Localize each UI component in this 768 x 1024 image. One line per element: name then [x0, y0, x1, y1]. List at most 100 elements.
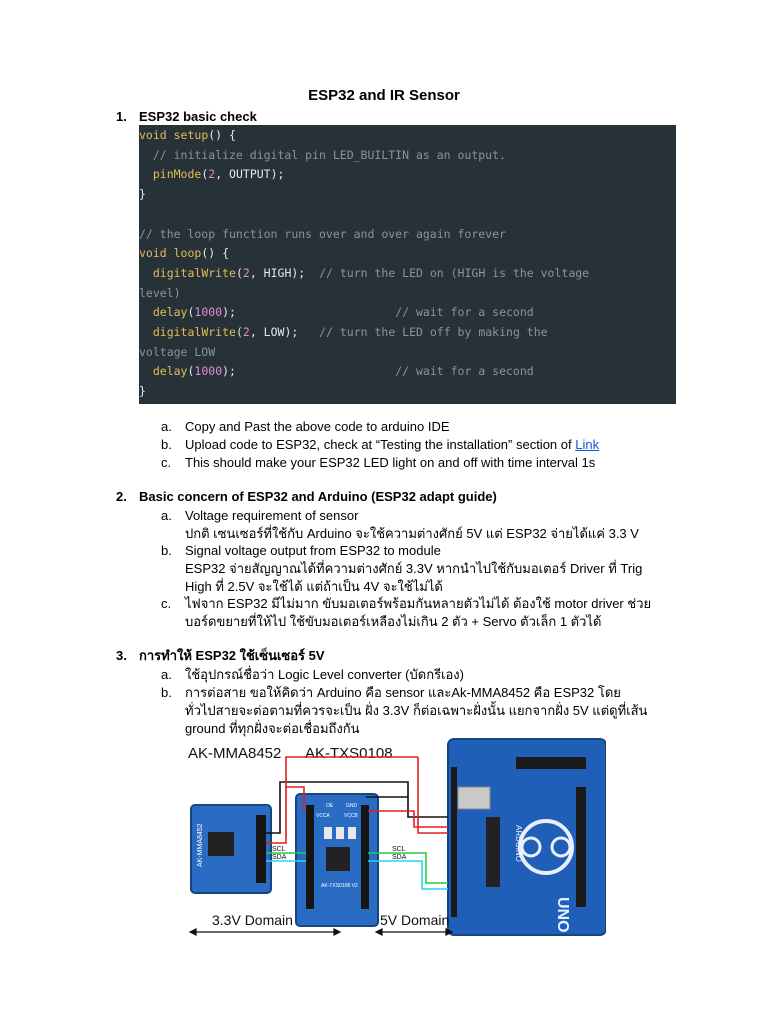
- code-token: // turn the LED off by making the: [319, 325, 548, 339]
- code-token: }: [139, 384, 146, 399]
- domain-3v3-label: 3.3V Domain: [212, 912, 293, 928]
- code-token: delay: [152, 305, 188, 320]
- label-ak-mma8452: AK-MMA8452: [188, 745, 281, 762]
- ak-mma8452-board: AK-MMA8452: [190, 804, 272, 894]
- code-token: // wait for a second: [395, 364, 534, 379]
- code-token: // turn the LED on (HIGH is the voltage: [319, 265, 590, 280]
- code-token: // the loop function runs over and over …: [139, 226, 506, 241]
- code-token: 2: [242, 325, 250, 339]
- code-line: delay(1000); // wait for a second: [139, 361, 534, 381]
- code-line: digitalWrite(2, HIGH); // turn the LED o…: [139, 263, 589, 283]
- page-title: ESP32 and IR Sensor: [308, 87, 460, 104]
- code-line: // initialize digital pin LED_BUILTIN as…: [139, 145, 506, 165]
- code-token: void: [139, 128, 174, 142]
- code-token: );: [222, 305, 396, 320]
- code-token: digitalWrite: [152, 325, 236, 339]
- code-token: (: [187, 364, 195, 379]
- code-token: (: [235, 265, 243, 280]
- domain-5v-label: 5V Domain: [380, 912, 449, 928]
- code-token: [139, 325, 153, 339]
- code-token: 2: [242, 265, 250, 280]
- code-token: void: [139, 246, 174, 261]
- code-token: loop: [173, 246, 202, 261]
- code-token: () {: [208, 128, 236, 142]
- code-token: 1000: [194, 364, 223, 379]
- code-token: }: [139, 187, 146, 202]
- list-item-3b-detail-1: ทั่วไปสายจะต่อตามที่ควรจะเป็น ฝั่ง 3.3V …: [185, 703, 648, 718]
- arduino-label: ARDUINO: [514, 825, 523, 862]
- list-item-2b: b.Signal voltage output from ESP32 to mo…: [161, 543, 441, 558]
- list-item-2a: a.Voltage requirement of sensor: [161, 508, 359, 523]
- code-line: }: [139, 184, 146, 204]
- scl-label-right: SCL: [392, 846, 406, 853]
- code-line: // the loop function runs over and over …: [139, 224, 506, 244]
- code-line: void loop() {: [139, 243, 229, 263]
- code-token: (: [201, 167, 209, 182]
- code-token: voltage LOW: [139, 344, 216, 359]
- section-3-title: การทำให้ ESP32 ใช้เซ็นเซอร์ 5V: [139, 648, 325, 663]
- code-token: (: [235, 325, 243, 339]
- list-item-2b-detail-1: ESP32 จ่ายสัญญาณได้ที่ความต่างศักย์ 3.3V…: [185, 561, 643, 576]
- list-item-1c: c.This should make your ESP32 LED light …: [161, 455, 596, 470]
- code-token: [139, 305, 153, 319]
- code-token: 1000: [194, 305, 223, 320]
- list-item-2c: c.ไฟจาก ESP32 มีไม่มาก ขับมอเตอร์พร้อมกั…: [161, 596, 652, 611]
- list-item-2b-detail-2: High ที่ 2.5V จะใช้ได้ แต่ถ้าเป็น 4V จะใ…: [185, 579, 443, 594]
- code-block: void setup() { // initialize digital pin…: [139, 125, 676, 404]
- code-token: delay: [152, 364, 188, 379]
- code-token: );: [222, 364, 396, 379]
- code-token: digitalWrite: [152, 265, 236, 280]
- section-1-heading: 1. ESP32 basic check: [116, 109, 257, 125]
- list-item-1b: b.Upload code to ESP32, check at “Testin…: [161, 437, 600, 452]
- list-item-2a-detail: ปกติ เซนเซอร์ที่ใช้กับ Arduino จะใช้ความ…: [185, 526, 639, 541]
- vcca-pin-label: VCCA: [316, 813, 331, 819]
- list-item-3b-detail-2: ground ที่ทุกฝั่งจะต่อเชื่อมถึงกัน: [185, 721, 360, 736]
- code-line: level): [139, 283, 181, 303]
- code-line: }: [139, 381, 146, 401]
- list-item-3a: a.ใช้อุปกรณ์ชื่อว่า Logic Level converte…: [161, 667, 464, 682]
- uno-label: UNO: [554, 897, 571, 933]
- code-line: voltage LOW: [139, 342, 215, 362]
- code-token: [139, 167, 153, 181]
- list-item-1a: a.Copy and Past the above code to arduin…: [161, 419, 450, 434]
- code-token: () {: [201, 246, 230, 261]
- label-ak-txs0108: AK-TXS0108: [305, 745, 393, 762]
- code-line: pinMode(2, OUTPUT);: [139, 164, 285, 184]
- sda-label-right: SDA: [392, 854, 407, 861]
- section-1-number: 1.: [116, 109, 127, 124]
- chip-a-label: AK-MMA8452: [197, 823, 204, 867]
- code-token: level): [139, 285, 181, 300]
- section-1-title: ESP32 basic check: [139, 109, 257, 124]
- arduino-uno-board: UNO ARDUINO: [447, 738, 606, 936]
- list-item-2c-detail: บอร์ดขยายที่ให้ไป ใช้ขับมอเตอร์เหลืองไม่…: [185, 614, 602, 629]
- ak-txs0108-board: OE VCCA GND VCCB AK-TXS0108 V2: [295, 793, 379, 927]
- section-2-heading: 2. Basic concern of ESP32 and Arduino (ES…: [116, 489, 497, 505]
- domain-arrows: [188, 928, 454, 936]
- wires: [266, 756, 448, 890]
- code-token: [139, 266, 153, 280]
- code-token: // wait for a second: [395, 305, 534, 320]
- section-3-number: 3.: [116, 648, 127, 663]
- code-token: , HIGH);: [249, 265, 320, 280]
- sda-label-left: SDA: [272, 854, 287, 861]
- section-2-number: 2.: [116, 489, 127, 504]
- chip-b-label: AK-TXS0108 V2: [321, 883, 358, 889]
- list-item-3b: b.การต่อสาย ขอให้คิดว่า Arduino คือ sens…: [161, 685, 621, 700]
- code-token: (: [187, 305, 195, 320]
- wiring-diagram: AK-MMA8452 AK-TXS0108 UNO ARDUINO AK-MMA…: [188, 738, 606, 936]
- oe-pin-label: OE: [326, 803, 334, 809]
- gnd-pin-label: GND: [346, 803, 358, 809]
- code-token: setup: [173, 128, 209, 142]
- code-token: , OUTPUT);: [215, 167, 285, 182]
- tutorial-link[interactable]: Link: [575, 437, 600, 452]
- code-token: pinMode: [152, 167, 202, 182]
- code-token: // initialize digital pin LED_BUILTIN as…: [139, 147, 506, 162]
- code-token: [139, 364, 153, 378]
- section-2-title: Basic concern of ESP32 and Arduino (ESP3…: [139, 489, 497, 504]
- section-3-heading: 3. การทำให้ ESP32 ใช้เซ็นเซอร์ 5V: [116, 648, 325, 664]
- code-token: 2: [208, 167, 216, 182]
- code-line: void setup() {: [139, 125, 236, 145]
- code-line: delay(1000); // wait for a second: [139, 302, 534, 322]
- vccb-pin-label: VCCB: [344, 813, 359, 819]
- code-line: digitalWrite(2, LOW); // turn the LED of…: [139, 322, 548, 342]
